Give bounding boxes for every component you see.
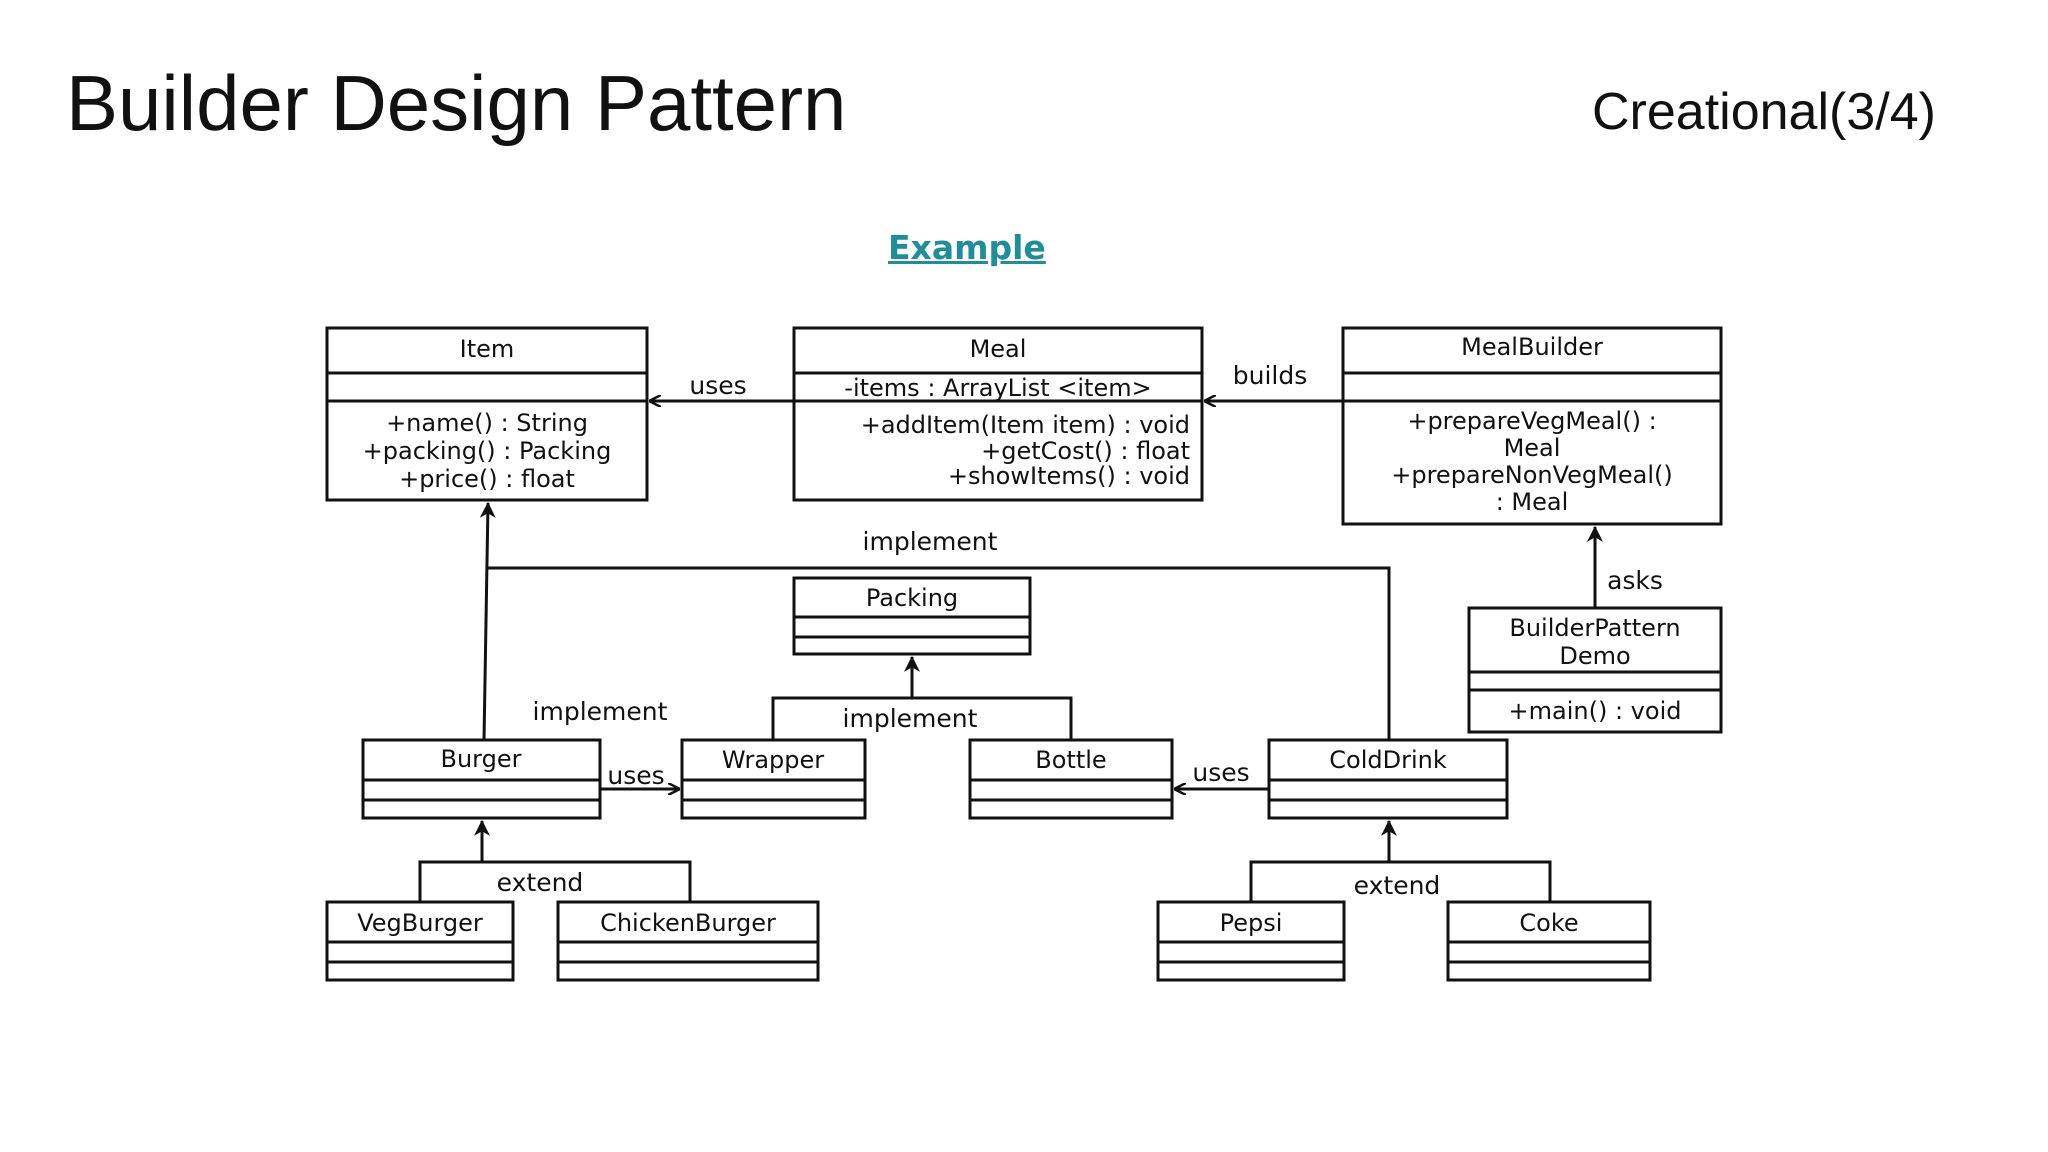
demo-name: Demo: [1559, 642, 1630, 670]
label-asks: asks: [1607, 566, 1663, 595]
meal-name: Meal: [970, 335, 1027, 363]
mealbuilder-name: MealBuilder: [1461, 333, 1603, 361]
demo-method: +main() : void: [1509, 697, 1682, 725]
vegburger-name: VegBurger: [357, 909, 483, 937]
label-uses: uses: [1192, 758, 1249, 787]
class-packing: [792, 576, 1032, 656]
demo-name: BuilderPattern: [1509, 614, 1680, 642]
class-meal: [792, 326, 1204, 502]
burger-name: Burger: [441, 745, 522, 773]
label-builds: builds: [1233, 361, 1308, 390]
example-link[interactable]: Example: [888, 228, 1046, 267]
relation-extend-colddrink: [1249, 860, 1552, 902]
coke-name: Coke: [1519, 909, 1578, 937]
label-uses: uses: [689, 371, 746, 400]
label-uses: uses: [607, 761, 664, 790]
packing-name: Packing: [866, 584, 958, 612]
meal-attribute: -items : ArrayList <item>: [844, 374, 1151, 402]
class-burger: [361, 738, 602, 820]
mealbuilder-method: : Meal: [1496, 488, 1569, 516]
item-method: +packing() : Packing: [363, 437, 612, 465]
meal-method: +showItems() : void: [948, 462, 1190, 490]
item-method: +name() : String: [386, 409, 588, 437]
label-implement: implement: [533, 697, 668, 726]
meal-method: +getCost() : float: [981, 437, 1190, 465]
relation-extend-burger: [418, 860, 692, 902]
relation-implement-packing: [771, 696, 1073, 740]
mealbuilder-method: Meal: [1504, 434, 1561, 462]
label-implement: implement: [863, 527, 998, 556]
item-method: +price() : float: [399, 465, 575, 493]
wrapper-name: Wrapper: [722, 746, 824, 774]
class-item: [325, 326, 649, 502]
colddrink-name: ColdDrink: [1329, 746, 1447, 774]
relation-burger-implement-item: [479, 501, 496, 741]
meal-method: +addItem(Item item) : void: [861, 411, 1190, 439]
item-name: Item: [460, 335, 515, 363]
bottle-name: Bottle: [1035, 746, 1106, 774]
label-extend: extend: [497, 868, 584, 897]
class-chickenburger: [556, 900, 820, 982]
slide-title: Builder Design Pattern: [66, 59, 847, 147]
mealbuilder-method: +prepareVegMeal() :: [1407, 407, 1656, 435]
label-implement: implement: [843, 704, 978, 733]
mealbuilder-method: +prepareNonVegMeal(): [1391, 461, 1672, 489]
relation-implement-item: [488, 566, 1391, 740]
label-extend: extend: [1354, 871, 1441, 900]
pepsi-name: Pepsi: [1220, 909, 1283, 937]
slide-subtitle: Creational(3/4): [1592, 83, 1936, 141]
chickenburger-name: ChickenBurger: [600, 909, 776, 937]
class-mealbuilder: [1341, 326, 1723, 526]
